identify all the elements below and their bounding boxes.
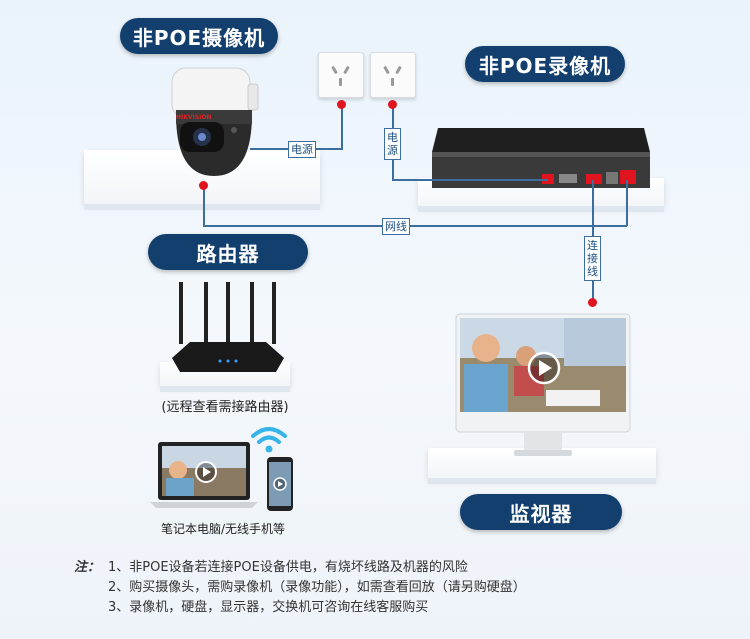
router-caption: (远程查看需接路由器) [150, 396, 300, 415]
devices-caption: 笔记本电脑/无线手机等 [138, 520, 308, 537]
monitor-label-pill: 监视器 [460, 494, 622, 530]
power-socket-2 [370, 52, 416, 98]
note-item-1: 1、非POE设备若连接POE设备供电，有烧坏线路及机器的风险 [108, 560, 468, 575]
monitor-dot [588, 298, 597, 307]
ptz-camera-icon [164, 64, 264, 184]
connect-tag: 连接线 [584, 236, 601, 281]
recorder-label: 非POE录像机 [479, 50, 611, 79]
camera-label-pill: 非POE摄像机 [120, 18, 278, 54]
power-socket-1 [318, 52, 364, 98]
network-cable-v2 [626, 180, 628, 226]
socket1-dot [337, 100, 346, 109]
laptop-icon [150, 440, 258, 510]
power-tag-1: 电源 [288, 141, 316, 158]
camera-brand: HIKVISION [176, 114, 211, 121]
router-label: 路由器 [197, 238, 260, 267]
notes-block: 注： 1、非POE设备若连接POE设备供电，有烧坏线路及机器的风险 2、购买摄像… [108, 558, 526, 618]
power-tag-2: 电源 [384, 128, 401, 160]
camera-label: 非POE摄像机 [133, 22, 265, 51]
network-cable-h [203, 225, 627, 227]
network-cable-v1 [203, 186, 205, 226]
socket2-dot [388, 100, 397, 109]
router-icon [170, 280, 286, 380]
network-tag: 网线 [382, 218, 410, 235]
power-cable-2-h [392, 179, 548, 181]
monitor-icon [454, 312, 632, 460]
note-mark: 注： [74, 558, 100, 578]
router-label-pill: 路由器 [148, 234, 308, 270]
camera-dot [199, 181, 208, 190]
note-item-2: 2、购买摄像头，需购录像机（录像功能），如需查看回放（请另购硬盘） [108, 578, 526, 598]
note-line-1: 注： 1、非POE设备若连接POE设备供电，有烧坏线路及机器的风险 [108, 558, 526, 578]
power-cable-1-v [341, 104, 343, 150]
monitor-label: 监视器 [510, 498, 573, 527]
note-item-3: 3、录像机，硬盘，显示器，交换机可咨询在线客服购买 [108, 598, 526, 618]
nvr-recorder-icon [428, 126, 654, 192]
recorder-label-pill: 非POE录像机 [465, 46, 625, 82]
smartphone-icon [266, 456, 294, 512]
